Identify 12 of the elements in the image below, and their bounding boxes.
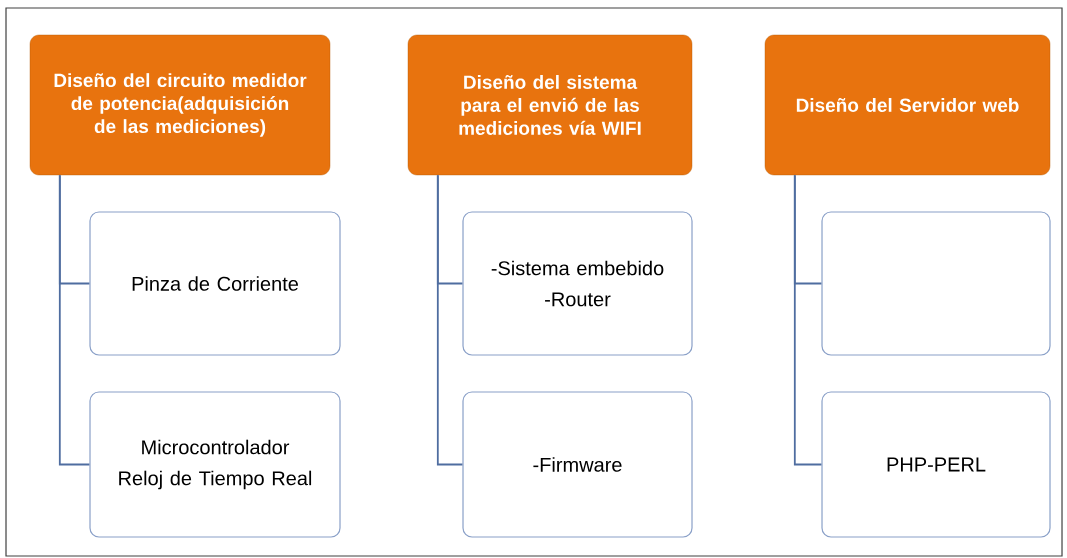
item-box: Pinza de Corriente bbox=[89, 211, 341, 356]
category-box: Diseño del circuito medidor de potencia(adquisición de las mediciones) bbox=[29, 34, 331, 176]
category-box: Diseño del sistema para el envió de las mediciones vía WIFI bbox=[407, 34, 693, 176]
connector-line bbox=[436, 174, 464, 466]
item-box: -Firmware bbox=[462, 391, 693, 538]
item-box: -Sistema embebido -Router bbox=[462, 211, 693, 356]
item-box: Microcontrolador Reloj de Tiempo Real bbox=[89, 391, 341, 538]
connector-line bbox=[793, 174, 823, 466]
connector-line bbox=[58, 174, 91, 466]
category-box: Diseño del Servidor web bbox=[764, 34, 1051, 176]
item-box: PHP-PERL bbox=[821, 391, 1051, 538]
item-box bbox=[821, 211, 1051, 356]
